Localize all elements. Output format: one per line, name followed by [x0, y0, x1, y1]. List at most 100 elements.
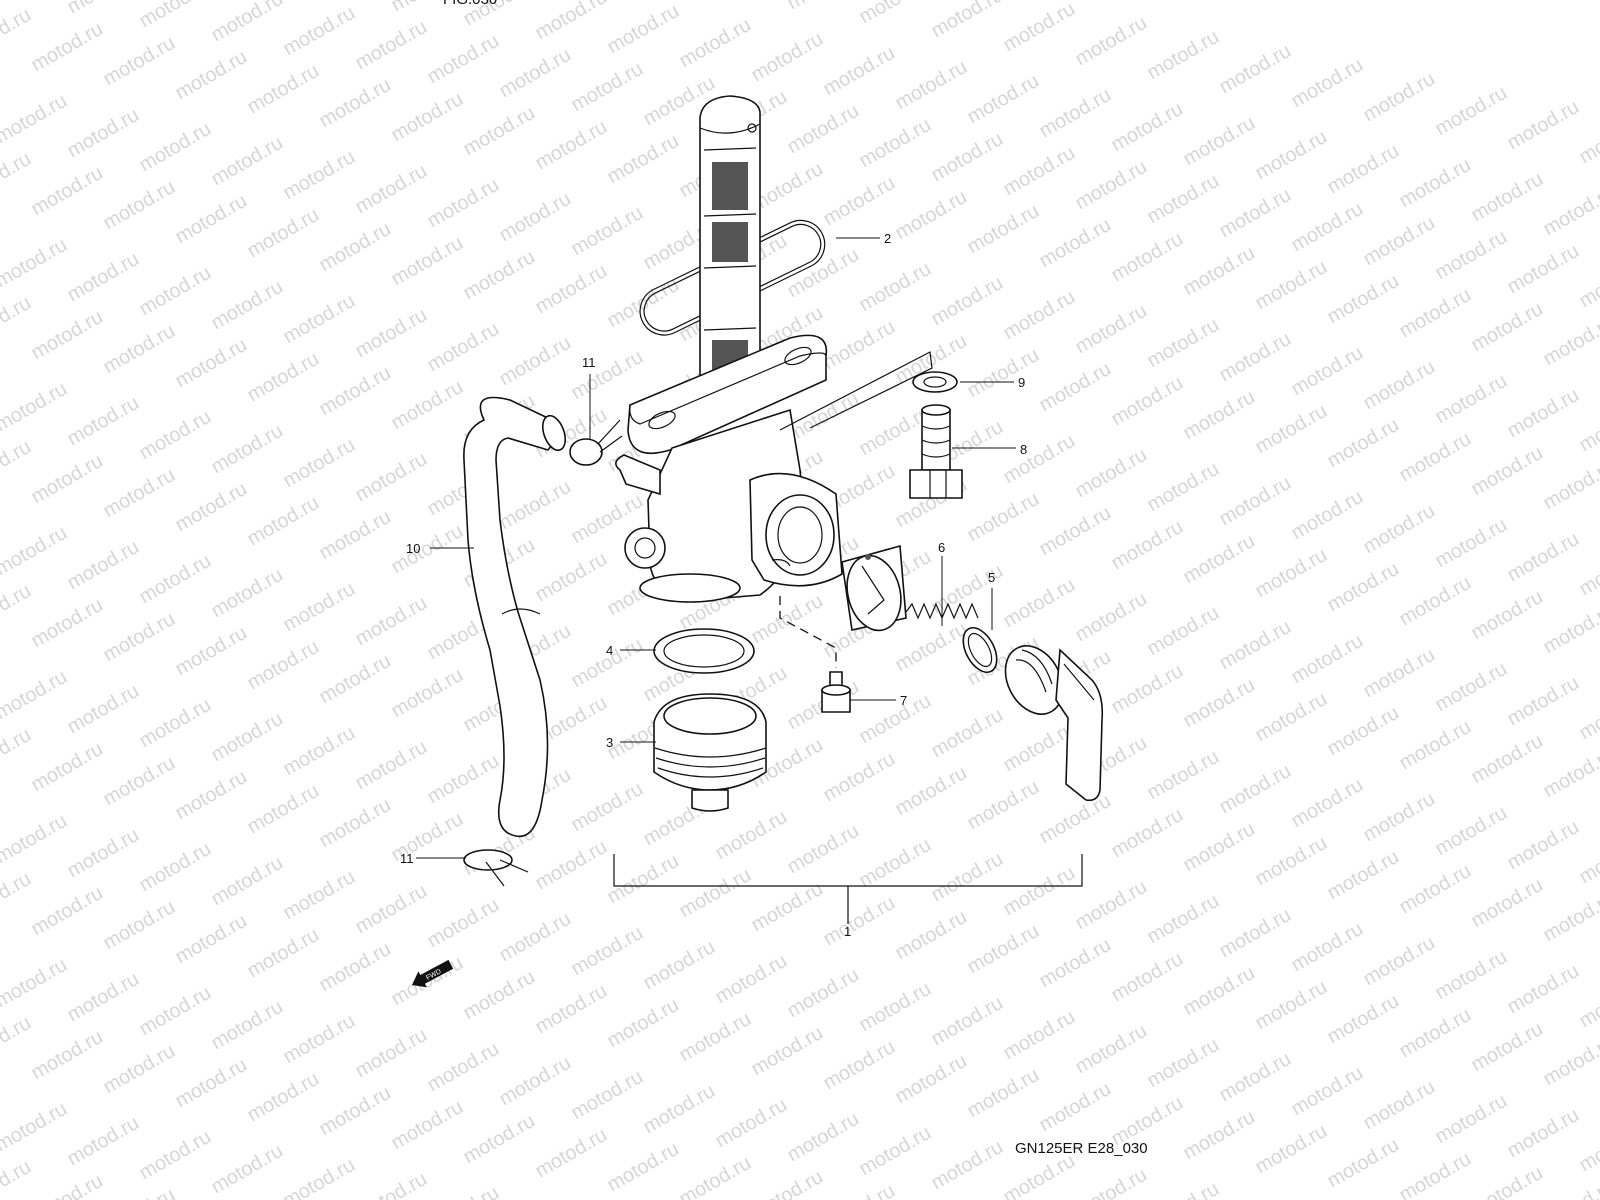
watermark-text: motod.ru — [136, 118, 215, 177]
watermark-text: motod.ru — [424, 750, 503, 809]
watermark-text: motod.ru — [244, 204, 323, 263]
watermark-text: motod.ru — [928, 992, 1007, 1051]
watermark-text: motod.ru — [1036, 934, 1115, 993]
watermark-text: motod.ru — [316, 74, 395, 133]
watermark-text: motod.ru — [1144, 1034, 1223, 1093]
watermark-text: motod.ru — [1216, 40, 1295, 99]
watermark-text: motod.ru — [1468, 298, 1547, 357]
watermark-text: motod.ru — [712, 806, 791, 865]
watermark-text: motod.ru — [0, 666, 71, 725]
watermark-text: motod.ru — [1324, 414, 1403, 473]
watermark-text: motod.ru — [1540, 182, 1600, 241]
watermark-text: motod.ru — [1072, 156, 1151, 215]
watermark-text: motod.ru — [532, 836, 611, 895]
watermark-text: motod.ru — [64, 1112, 143, 1171]
watermark-text: motod.ru — [1468, 874, 1547, 933]
watermark-text: motod.ru — [892, 186, 971, 245]
watermark-text: motod.ru — [424, 174, 503, 233]
watermark-text: motod.ru — [892, 906, 971, 965]
watermark-text: motod.ru — [964, 1064, 1043, 1123]
watermark-text: motod.ru — [28, 594, 107, 653]
watermark-text: motod.ru — [1252, 976, 1331, 1035]
screw-7 — [821, 671, 851, 713]
watermark-text: motod.ru — [892, 1050, 971, 1109]
watermark-text: motod.ru — [1072, 12, 1151, 71]
watermark-text: motod.ru — [1144, 890, 1223, 949]
watermark-text: motod.ru — [244, 924, 323, 983]
watermark-text: motod.ru — [0, 724, 35, 783]
watermark-text: motod.ru — [1288, 630, 1367, 689]
watermark-text: motod.ru — [100, 1040, 179, 1099]
watermark-text: motod.ru — [280, 1010, 359, 1069]
watermark-text: motod.ru — [1216, 184, 1295, 243]
callout-10: 10 — [406, 541, 420, 556]
watermark-text: motod.ru — [280, 866, 359, 925]
watermark-text: motod.ru — [1360, 1076, 1439, 1135]
watermark-text: motod.ru — [1000, 1006, 1079, 1065]
watermark-text: motod.ru — [0, 90, 71, 149]
watermark-text: motod.ru — [352, 736, 431, 795]
watermark-text: motod.ru — [1288, 486, 1367, 545]
watermark-text: motod.ru — [0, 378, 71, 437]
watermark-text: motod.ru — [1144, 26, 1223, 85]
watermark-text: motod.ru — [64, 392, 143, 451]
watermark-text: motod.ru — [28, 306, 107, 365]
watermark-text: motod.ru — [316, 938, 395, 997]
watermark-text: motod.ru — [1504, 1104, 1583, 1163]
watermark-text: motod.ru — [208, 420, 287, 479]
watermark-text: motod.ru — [640, 936, 719, 995]
watermark-text: motod.ru — [1000, 574, 1079, 633]
watermark-text: motod.ru — [388, 520, 467, 579]
watermark-text: motod.ru — [1504, 384, 1583, 443]
figure-header: FIG.030 — [443, 0, 497, 8]
watermark-text: motod.ru — [820, 42, 899, 101]
watermark-text: motod.ru — [1324, 558, 1403, 617]
watermark-text: motod.ru — [280, 434, 359, 493]
watermark-text: motod.ru — [1576, 686, 1600, 745]
watermark-text: motod.ru — [676, 1152, 755, 1200]
watermark-text: motod.ru — [892, 618, 971, 677]
watermark-text: motod.ru — [1072, 1164, 1151, 1200]
watermark-text: motod.ru — [352, 16, 431, 75]
watermark-text: motod.ru — [496, 188, 575, 247]
watermark-text: motod.ru — [1540, 600, 1600, 659]
callout-labels: 2 9 8 6 5 7 4 3 10 11 11 1 — [400, 231, 1027, 939]
watermark-text: motod.ru — [316, 1082, 395, 1141]
watermark-text: motod.ru — [352, 448, 431, 507]
watermark-text: motod.ru — [100, 32, 179, 91]
watermark-text: motod.ru — [1360, 212, 1439, 271]
watermark-text: motod.ru — [568, 778, 647, 837]
watermark-text: motod.ru — [1072, 876, 1151, 935]
watermark-text: motod.ru — [208, 708, 287, 767]
watermark-text: motod.ru — [1324, 1134, 1403, 1193]
watermark-text: motod.ru — [1396, 716, 1475, 775]
watermark-text: motod.ru — [0, 522, 71, 581]
watermark-text: motod.ru — [352, 160, 431, 219]
watermark-text: motod.ru — [64, 0, 143, 18]
watermark-text: motod.ru — [100, 1184, 179, 1200]
watermark-text: motod.ru — [532, 980, 611, 1039]
washer-9 — [912, 371, 958, 393]
watermark-text: motod.ru — [388, 232, 467, 291]
watermark-text: motod.ru — [1000, 1150, 1079, 1200]
watermark-text: motod.ru — [1180, 818, 1259, 877]
watermark-text: motod.ru — [568, 922, 647, 981]
watermark-text: motod.ru — [316, 794, 395, 853]
watermark-text: motod.ru — [1468, 1018, 1547, 1077]
watermark-text: motod.ru — [1036, 1078, 1115, 1137]
watermark-text: motod.ru — [856, 978, 935, 1037]
watermark-text: motod.ru — [172, 766, 251, 825]
watermark-text: motod.ru — [1540, 1176, 1600, 1200]
watermark-text: motod.ru — [1468, 730, 1547, 789]
watermark-text: motod.ru — [856, 114, 935, 173]
watermark-text: motod.ru — [856, 834, 935, 893]
watermark-text: motod.ru — [1540, 888, 1600, 947]
watermark-text: motod.ru — [784, 820, 863, 879]
watermark-text: motod.ru — [1144, 170, 1223, 229]
o-ring-4 — [653, 628, 755, 674]
watermark-text: motod.ru — [352, 592, 431, 651]
watermark-text: motod.ru — [316, 650, 395, 709]
watermark-text: motod.ru — [1108, 516, 1187, 575]
watermark-text: motod.ru — [532, 0, 611, 44]
